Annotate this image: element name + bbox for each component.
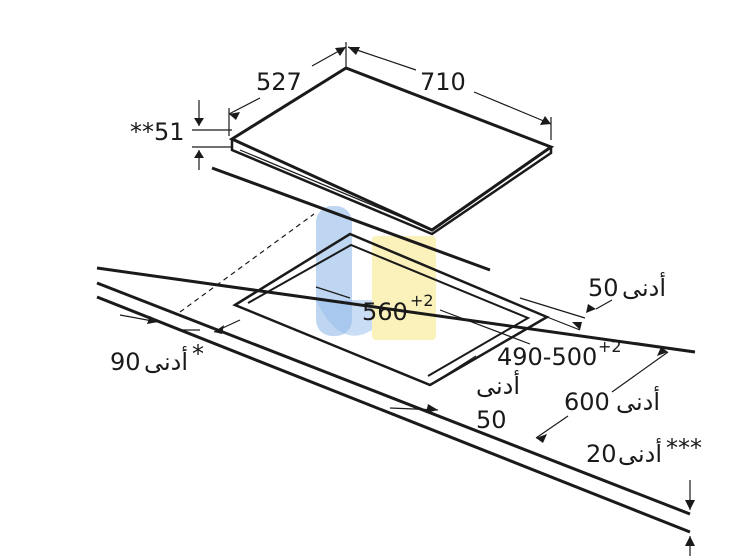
hob-top: [228, 66, 555, 236]
countertop: [96, 166, 696, 534]
dimension-thickness-51: **51: [130, 118, 185, 146]
dimension-min-20: 20: [586, 440, 617, 468]
label-min-front: أدنى: [476, 370, 520, 400]
label-min-20: أدنى: [618, 438, 662, 468]
dimension-490-500: 490-500: [497, 343, 597, 371]
dimension-min-600: 600: [564, 388, 610, 416]
dimension-490-500-tolerance: +2: [598, 337, 622, 356]
marker-min-90: *: [192, 340, 204, 368]
arrowheads: [147, 47, 695, 546]
label-min-back: أدنى: [622, 272, 666, 302]
dimension-min-50-front: 50: [476, 406, 507, 434]
label-min-600: أدنى: [616, 386, 660, 416]
dimension-527: 527: [256, 68, 302, 96]
dimension-710: 710: [420, 68, 466, 96]
dimension-560-tolerance: +2: [410, 291, 434, 310]
marker-min-20: ***: [666, 434, 702, 462]
label-min-90: أدنى: [144, 346, 188, 376]
dimension-560: 560: [362, 298, 408, 326]
dimension-min-90: 90: [110, 348, 141, 376]
dimension-min-50-back: 50: [588, 274, 619, 302]
